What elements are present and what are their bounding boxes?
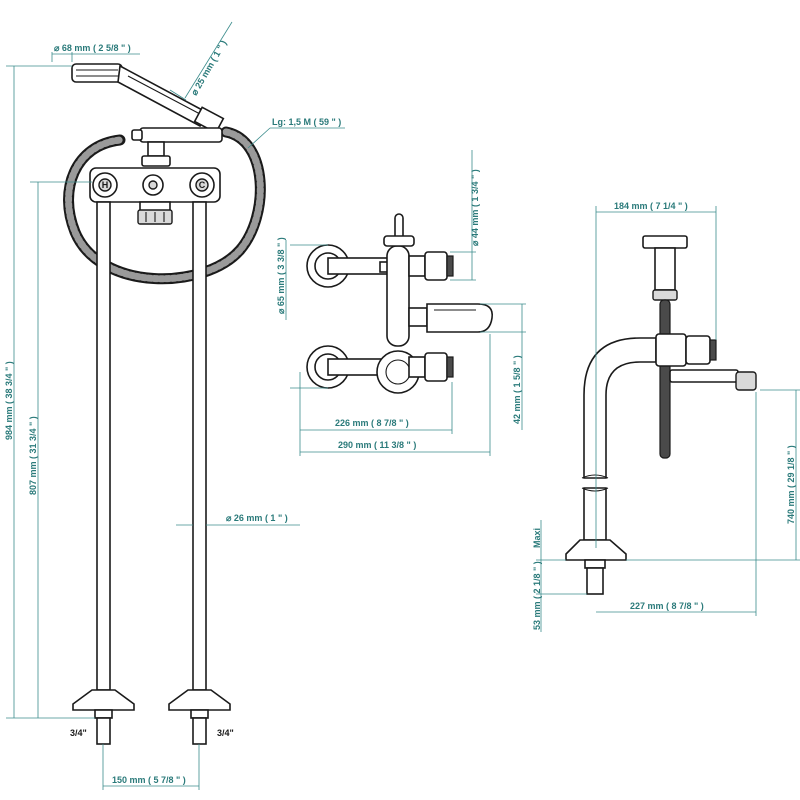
cold-knob-label: C [199, 180, 206, 190]
side-handle [685, 335, 711, 365]
dim-escutcheon: ⌀ 65 mm ( 3 3/8 " ) [276, 237, 286, 314]
dim-top-width: 184 mm ( 7 1/4 " ) [614, 201, 688, 211]
front-view: H C ⌀ 68 mm ( 2 5/8 " ) ⌀ 25 mm ( 1 " ) [4, 21, 345, 790]
upper-handle-stem [408, 255, 426, 277]
side-spout [669, 369, 739, 383]
shower-handle [117, 64, 208, 128]
dim-handle-diameter: ⌀ 25 mm ( 1 " ) [189, 39, 229, 97]
lower-arm [327, 358, 383, 376]
mixer-column [386, 245, 410, 347]
shower-cradle [139, 127, 223, 143]
upper-handle [424, 251, 448, 281]
dim-inner-width: 226 mm ( 8 7/8 " ) [335, 418, 409, 428]
dim-pipe-height: 807 mm ( 31 3/4 " ) [28, 416, 38, 495]
right-flange [168, 689, 231, 711]
shower-head [71, 63, 123, 83]
left-standpipe [96, 201, 111, 691]
dim-hose-length: Lg: 1,5 M ( 59 " ) [272, 117, 341, 127]
dim-side-thread: 53 mm ( 2 1/8 " ) [532, 561, 542, 630]
dim-head-diameter: ⌀ 68 mm ( 2 5/8 " ) [54, 43, 131, 53]
dim-handle-diameter-wall: ⌀ 44 mm ( 1 3/4 " ) [470, 169, 480, 246]
side-pipe [583, 337, 657, 479]
dim-pipe-spacing: 150 mm ( 5 7/8 " ) [112, 775, 186, 785]
dim-side-maxi: Maxi [532, 528, 542, 548]
right-standpipe [192, 201, 207, 691]
dim-side-height: 740 mm ( 29 1/8 " ) [786, 445, 796, 524]
left-flange [72, 689, 135, 711]
lower-handle [424, 352, 448, 382]
dim-thread-right: 3/4" [217, 728, 234, 738]
wall-spout-stem [408, 307, 428, 327]
dim-pipe-diameter: ⌀ 26 mm ( 1 " ) [226, 513, 288, 523]
lower-handle-stem [408, 356, 426, 378]
wall-spout [426, 303, 494, 333]
dim-thread-left: 3/4" [70, 728, 87, 738]
dim-side-depth: 227 mm ( 8 7/8 " ) [630, 601, 704, 611]
dim-spout-height: 42 mm ( 1 5/8 " ) [512, 355, 522, 424]
side-mixer-body [655, 333, 687, 367]
hot-knob-label: H [102, 180, 109, 190]
side-hose [659, 299, 671, 459]
side-view: 184 mm ( 7 1/4 " ) 740 mm ( 29 1/8 " ) 2… [532, 201, 800, 632]
wall-view: ⌀ 65 mm ( 3 3/8 " ) ⌀ 44 mm ( 1 3/4 " ) … [276, 150, 526, 456]
side-cradle [642, 235, 688, 249]
dim-outer-width: 290 mm ( 11 3/8 " ) [338, 440, 416, 450]
dim-total-height: 984 mm ( 38 3/4 " ) [4, 361, 14, 440]
